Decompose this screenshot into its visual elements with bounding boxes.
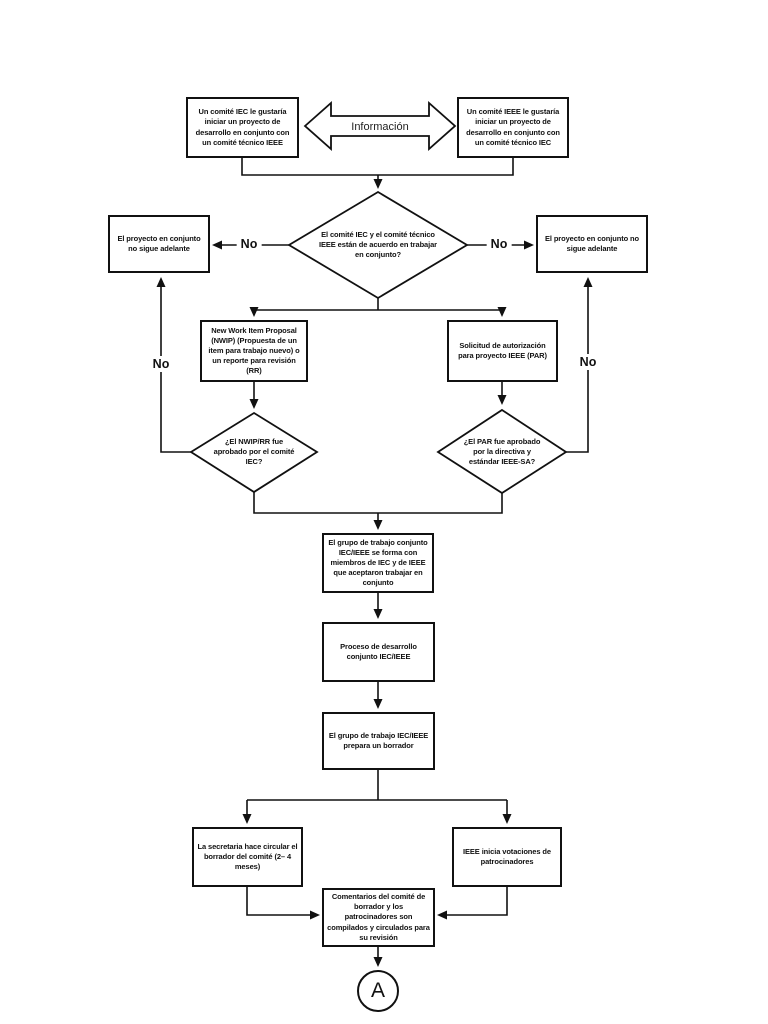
node-iec-start: Un comité IEC le gustaría iniciar un pro… (186, 97, 299, 158)
node-ieee-start: Un comité IEEE le gustaría iniciar un pr… (457, 97, 569, 158)
node-joint-process: Proceso de desarrollo conjunto IEC/IEEE (322, 622, 435, 682)
offpage-connector-a: A (357, 970, 399, 1012)
node-no-go-right: El proyecto en conjunto no sigue adelant… (536, 215, 648, 273)
connector-secretary-to-comments (246, 887, 320, 920)
connector-no-up-right (566, 277, 593, 453)
no-label-par: No (575, 354, 601, 370)
node-comments-compiled: Comentarios del comité de borrador y los… (322, 888, 435, 947)
no-label-left: No (236, 236, 262, 252)
node-nwip: New Work Item Proposal (NWIP) (Propuesta… (200, 320, 308, 382)
no-label-right: No (486, 236, 512, 252)
information-label: Información (351, 121, 409, 133)
information-double-arrow (303, 101, 457, 151)
node-secretary-circulates: La secretaria hace circular el borrador … (192, 827, 303, 887)
node-draft: El grupo de trabajo IEC/IEEE prepara un … (322, 712, 435, 770)
node-joint-working-group: El grupo de trabajo conjunto IEC/IEEE se… (322, 533, 434, 593)
connector-bottom-merge (253, 492, 503, 514)
node-par: Solicitud de autorización para proyecto … (447, 320, 558, 382)
connector-no-up-left (156, 277, 191, 453)
agree-decision-text: El comité IEC y el comité técnico IEEE e… (319, 230, 437, 259)
connector-top-merge (241, 158, 514, 176)
par-decision-text: ¿El PAR fue aprobado por la directiva y … (463, 437, 541, 466)
connector-ballot-to-comments (437, 887, 508, 920)
nwip-decision-text: ¿El NWIP/RR fue aprobado por el comité I… (213, 437, 295, 466)
no-label-nwip: No (148, 356, 174, 372)
node-no-go-left: El proyecto en conjunto no sigue adelant… (108, 215, 210, 273)
node-ieee-ballot: IEEE inicia votaciones de patrocinadores (452, 827, 562, 887)
